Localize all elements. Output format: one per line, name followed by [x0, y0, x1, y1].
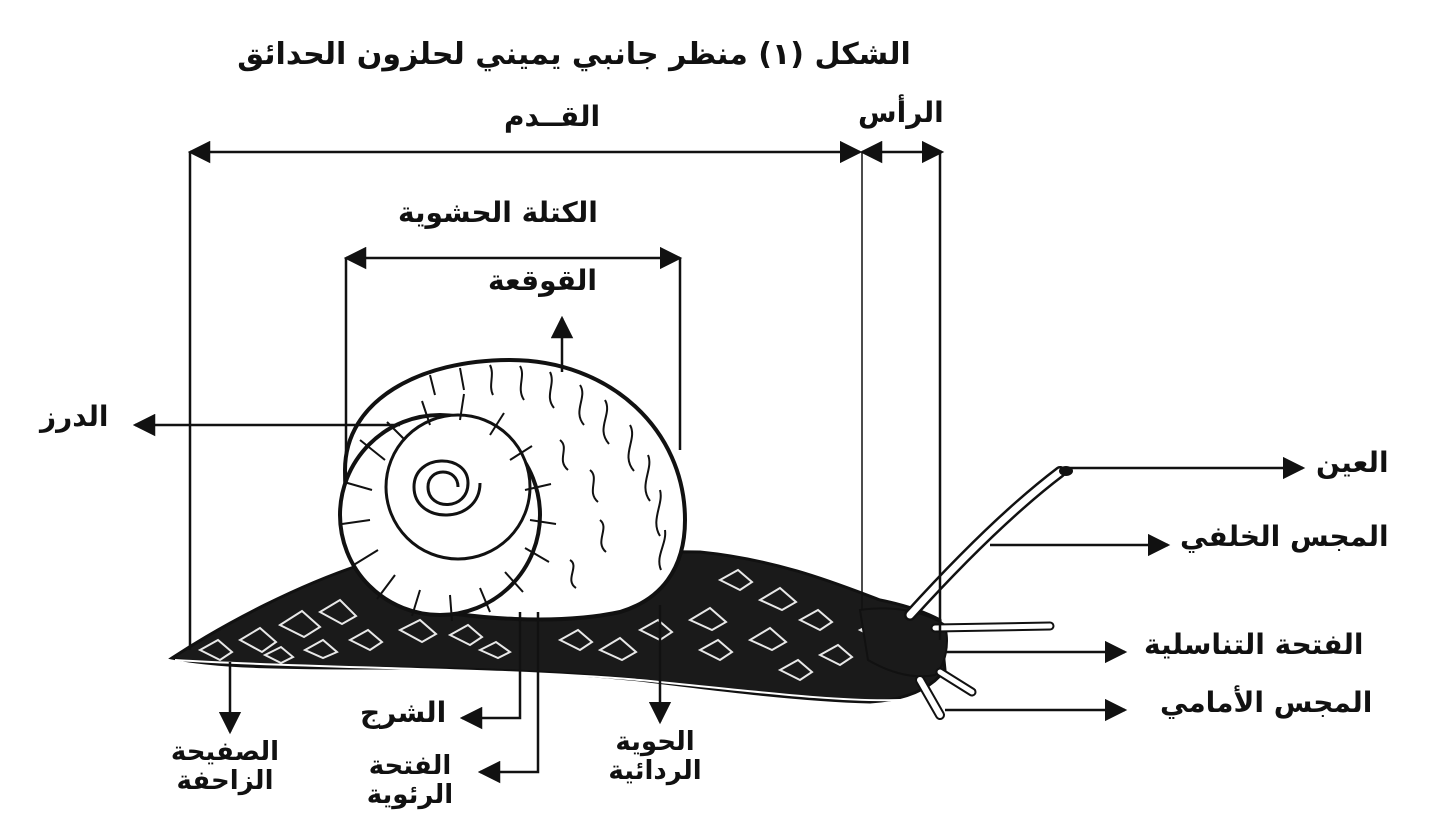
- figure-title-text: الشكل (١) منظر جانبي يميني لحلزون الحدائ…: [237, 37, 911, 72]
- label-foot: القــدم: [504, 100, 601, 133]
- label-anus: الشرج: [360, 696, 447, 729]
- label-pulmonary-opening: الفتحة الرئوية: [366, 751, 454, 810]
- label-eye: العين: [1316, 446, 1389, 479]
- snail-body: [168, 466, 1073, 720]
- dimension-lines: [132, 140, 1306, 784]
- label-shell: القوقعة: [488, 264, 597, 297]
- snail-shell: [338, 357, 688, 622]
- label-visceral-mass: الكتلة الحشوية: [398, 196, 598, 229]
- label-mantle-collar: الحوية الردائية: [608, 727, 702, 786]
- label-creeping-sole: الصفيحة الزاحفة: [170, 737, 280, 796]
- label-anterior-tentacle: المجس الأمامي: [1160, 686, 1373, 719]
- label-genital-pore: الفتحة التناسلية: [1144, 628, 1364, 661]
- label-posterior-tentacle: المجس الخلفي: [1180, 520, 1389, 553]
- label-suture: الدرز: [40, 400, 109, 433]
- label-head: الرأس: [858, 96, 944, 129]
